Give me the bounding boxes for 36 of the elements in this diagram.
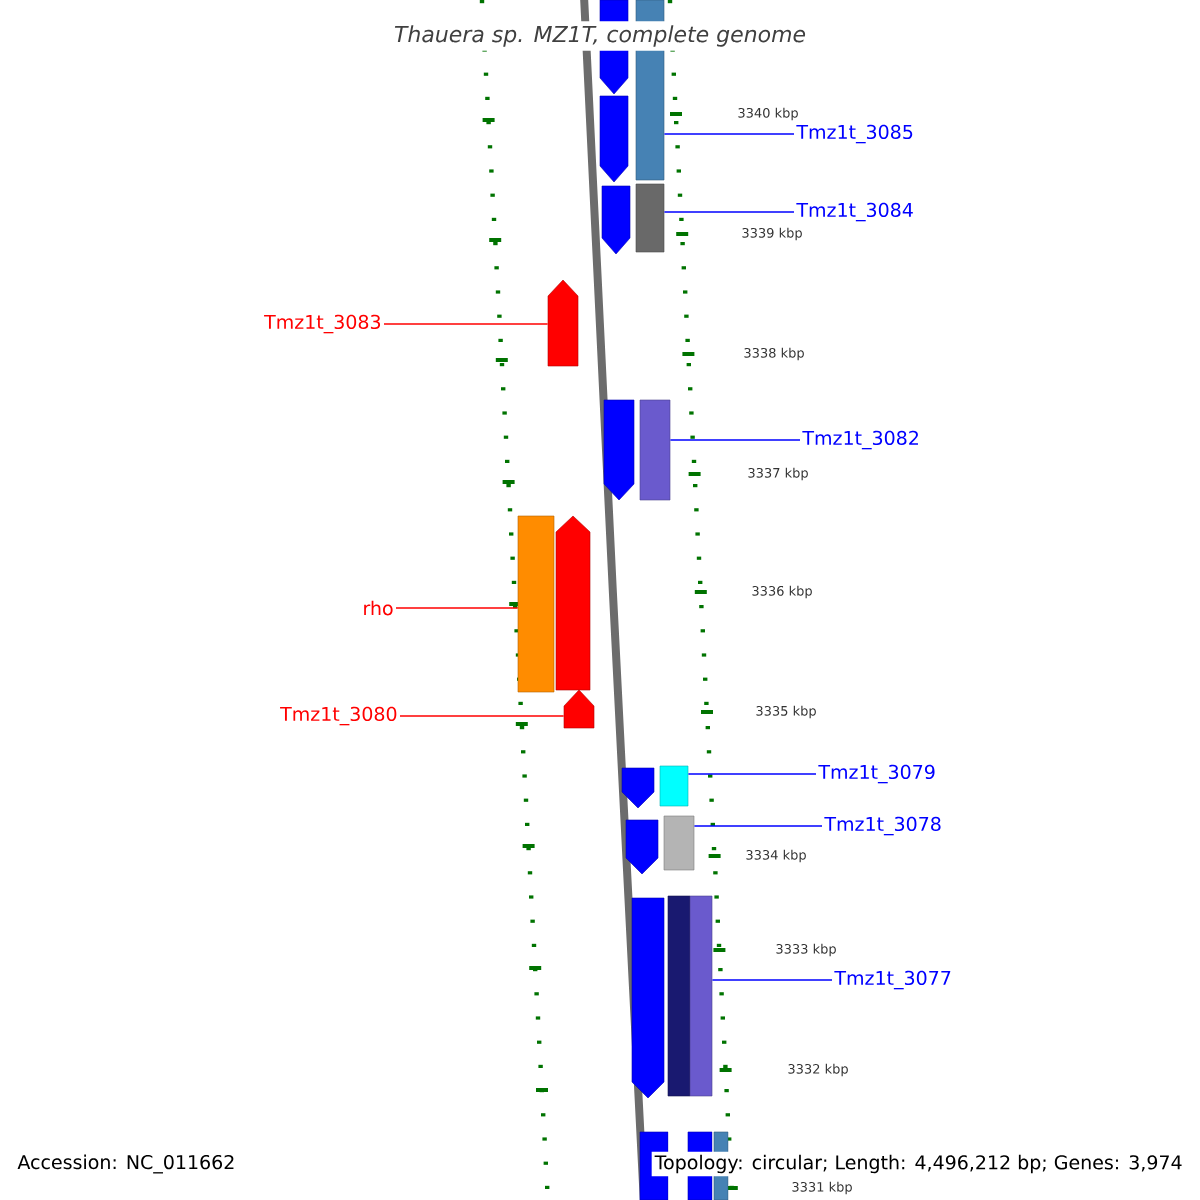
- leader-line: [383, 323, 549, 325]
- gene-bar: [639, 399, 671, 501]
- leader-line: [711, 979, 833, 981]
- gene-feature: [599, 95, 629, 183]
- gene-label: Tmz1t_3084: [796, 202, 913, 222]
- gene-feature: [601, 185, 631, 255]
- gene-label: rho: [364, 600, 393, 616]
- gene-label: Tmz1t_3080: [280, 706, 397, 726]
- gene-feature: [621, 767, 655, 809]
- gene-bar: [663, 815, 695, 871]
- gene-label: Tmz1t_3085: [796, 124, 913, 144]
- info-text: Accession: NC_011662: [14, 1151, 239, 1177]
- title: Thauera sp. MZ1T, complete genome: [389, 21, 811, 51]
- leader-line: [663, 211, 795, 213]
- leader-line: [669, 439, 801, 441]
- leader-line: [395, 607, 519, 609]
- gene-feature: [603, 399, 635, 501]
- gene-bar: [635, 183, 665, 253]
- gene-bar: [659, 765, 689, 807]
- gene-feature: [547, 279, 579, 367]
- leader-line: [693, 825, 823, 827]
- gene-label: Tmz1t_3077: [834, 970, 951, 990]
- leader-line: [399, 715, 565, 717]
- gene-label: Tmz1t_3083: [264, 314, 381, 334]
- leader-line: [663, 133, 795, 135]
- gene-bar: [517, 515, 555, 693]
- gene-label: Tmz1t_3082: [802, 430, 918, 450]
- gene-feature: [625, 819, 659, 875]
- gene-feature: [563, 689, 595, 729]
- gene-label: Tmz1t_3079: [818, 764, 935, 784]
- gene-feature: [631, 897, 665, 1099]
- leader-line: [687, 773, 817, 775]
- gene-bar: [667, 895, 691, 1097]
- gene-label: Tmz1t_3078: [824, 816, 941, 836]
- info-text: Topology: circular; Length: 4,496,212 bp; Genes: 3,974: [651, 1151, 1186, 1177]
- gene-bar: [689, 895, 713, 1097]
